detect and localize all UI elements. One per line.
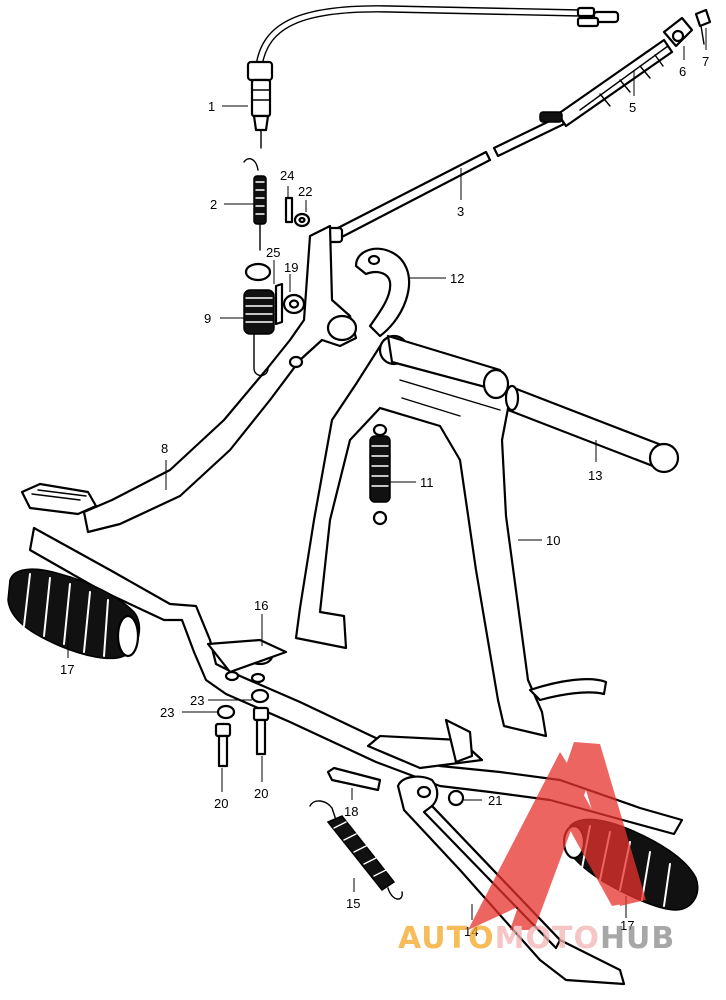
callout-25: 25	[266, 245, 280, 260]
callout-5: 5	[629, 100, 636, 115]
spring-part-9	[243, 262, 275, 377]
callout-8: 8	[161, 441, 168, 456]
spring-part-15	[309, 800, 403, 900]
watermark-triangle-logo-2	[510, 742, 646, 930]
cable-part-5	[539, 38, 674, 128]
callout-17a: 17	[60, 662, 74, 677]
callout-18: 18	[344, 804, 358, 819]
callout-21: 21	[488, 793, 502, 808]
bolt-part-18	[326, 766, 382, 792]
washer-part-19	[282, 293, 306, 315]
leader-lines	[67, 28, 707, 920]
callout-1: 1	[208, 99, 215, 114]
brake-rod-part-3	[324, 114, 566, 244]
callout-22: 22	[298, 184, 312, 199]
watermark-hub: HUB	[600, 921, 675, 956]
clip-part-25	[274, 282, 284, 326]
watermark-moto: MOTO	[495, 921, 600, 956]
washer-part-21	[447, 789, 465, 807]
watermark-text: AUTOMOTOHUB	[398, 921, 675, 956]
bracket-part-12	[354, 247, 411, 338]
callout-17b: 17	[620, 918, 634, 933]
callout-16: 16	[254, 598, 268, 613]
washer-part-22	[293, 212, 311, 228]
callout-20b: 20	[254, 786, 268, 801]
footrest-rubber-part-17a	[7, 568, 141, 660]
pivot-shaft-part-13	[504, 384, 680, 474]
spring-part-11	[369, 423, 391, 526]
switch-part-1	[246, 60, 274, 149]
callout-24: 24	[280, 168, 294, 183]
callout-20a: 20	[214, 796, 228, 811]
callout-13: 13	[588, 468, 602, 483]
brake-pedal-part-8	[20, 224, 358, 534]
callout-23a: 23	[160, 705, 174, 720]
callout-6: 6	[679, 64, 686, 79]
pin-part-24	[284, 196, 294, 224]
brake-cable	[255, 5, 620, 67]
callout-3: 3	[457, 204, 464, 219]
callout-10: 10	[546, 533, 560, 548]
callout-9: 9	[204, 311, 211, 326]
callout-12: 12	[450, 271, 464, 286]
bolt-part-20b	[252, 706, 270, 756]
washer-part-23b	[250, 688, 270, 704]
callout-numbers: 1 2 3 5 6 7 8 9 10 11 12 13 14 15 16 17 …	[60, 54, 709, 939]
callout-15: 15	[346, 896, 360, 911]
callout-23b: 23	[190, 693, 204, 708]
callout-19: 19	[284, 260, 298, 275]
watermark-auto: AUTO	[398, 921, 495, 956]
adjuster-part-6	[662, 16, 694, 48]
spring-part-2	[243, 158, 267, 251]
washer-part-23a	[216, 704, 236, 720]
callout-7: 7	[702, 54, 709, 69]
bolt-part-20a	[214, 722, 232, 768]
nut-part-7	[694, 8, 712, 45]
automotohub-watermark: AUTOMOTOHUB	[398, 742, 675, 956]
main-stand-part-10	[294, 334, 608, 738]
callout-2: 2	[210, 197, 217, 212]
callout-11: 11	[420, 475, 434, 490]
callout-14: 14	[464, 924, 478, 939]
